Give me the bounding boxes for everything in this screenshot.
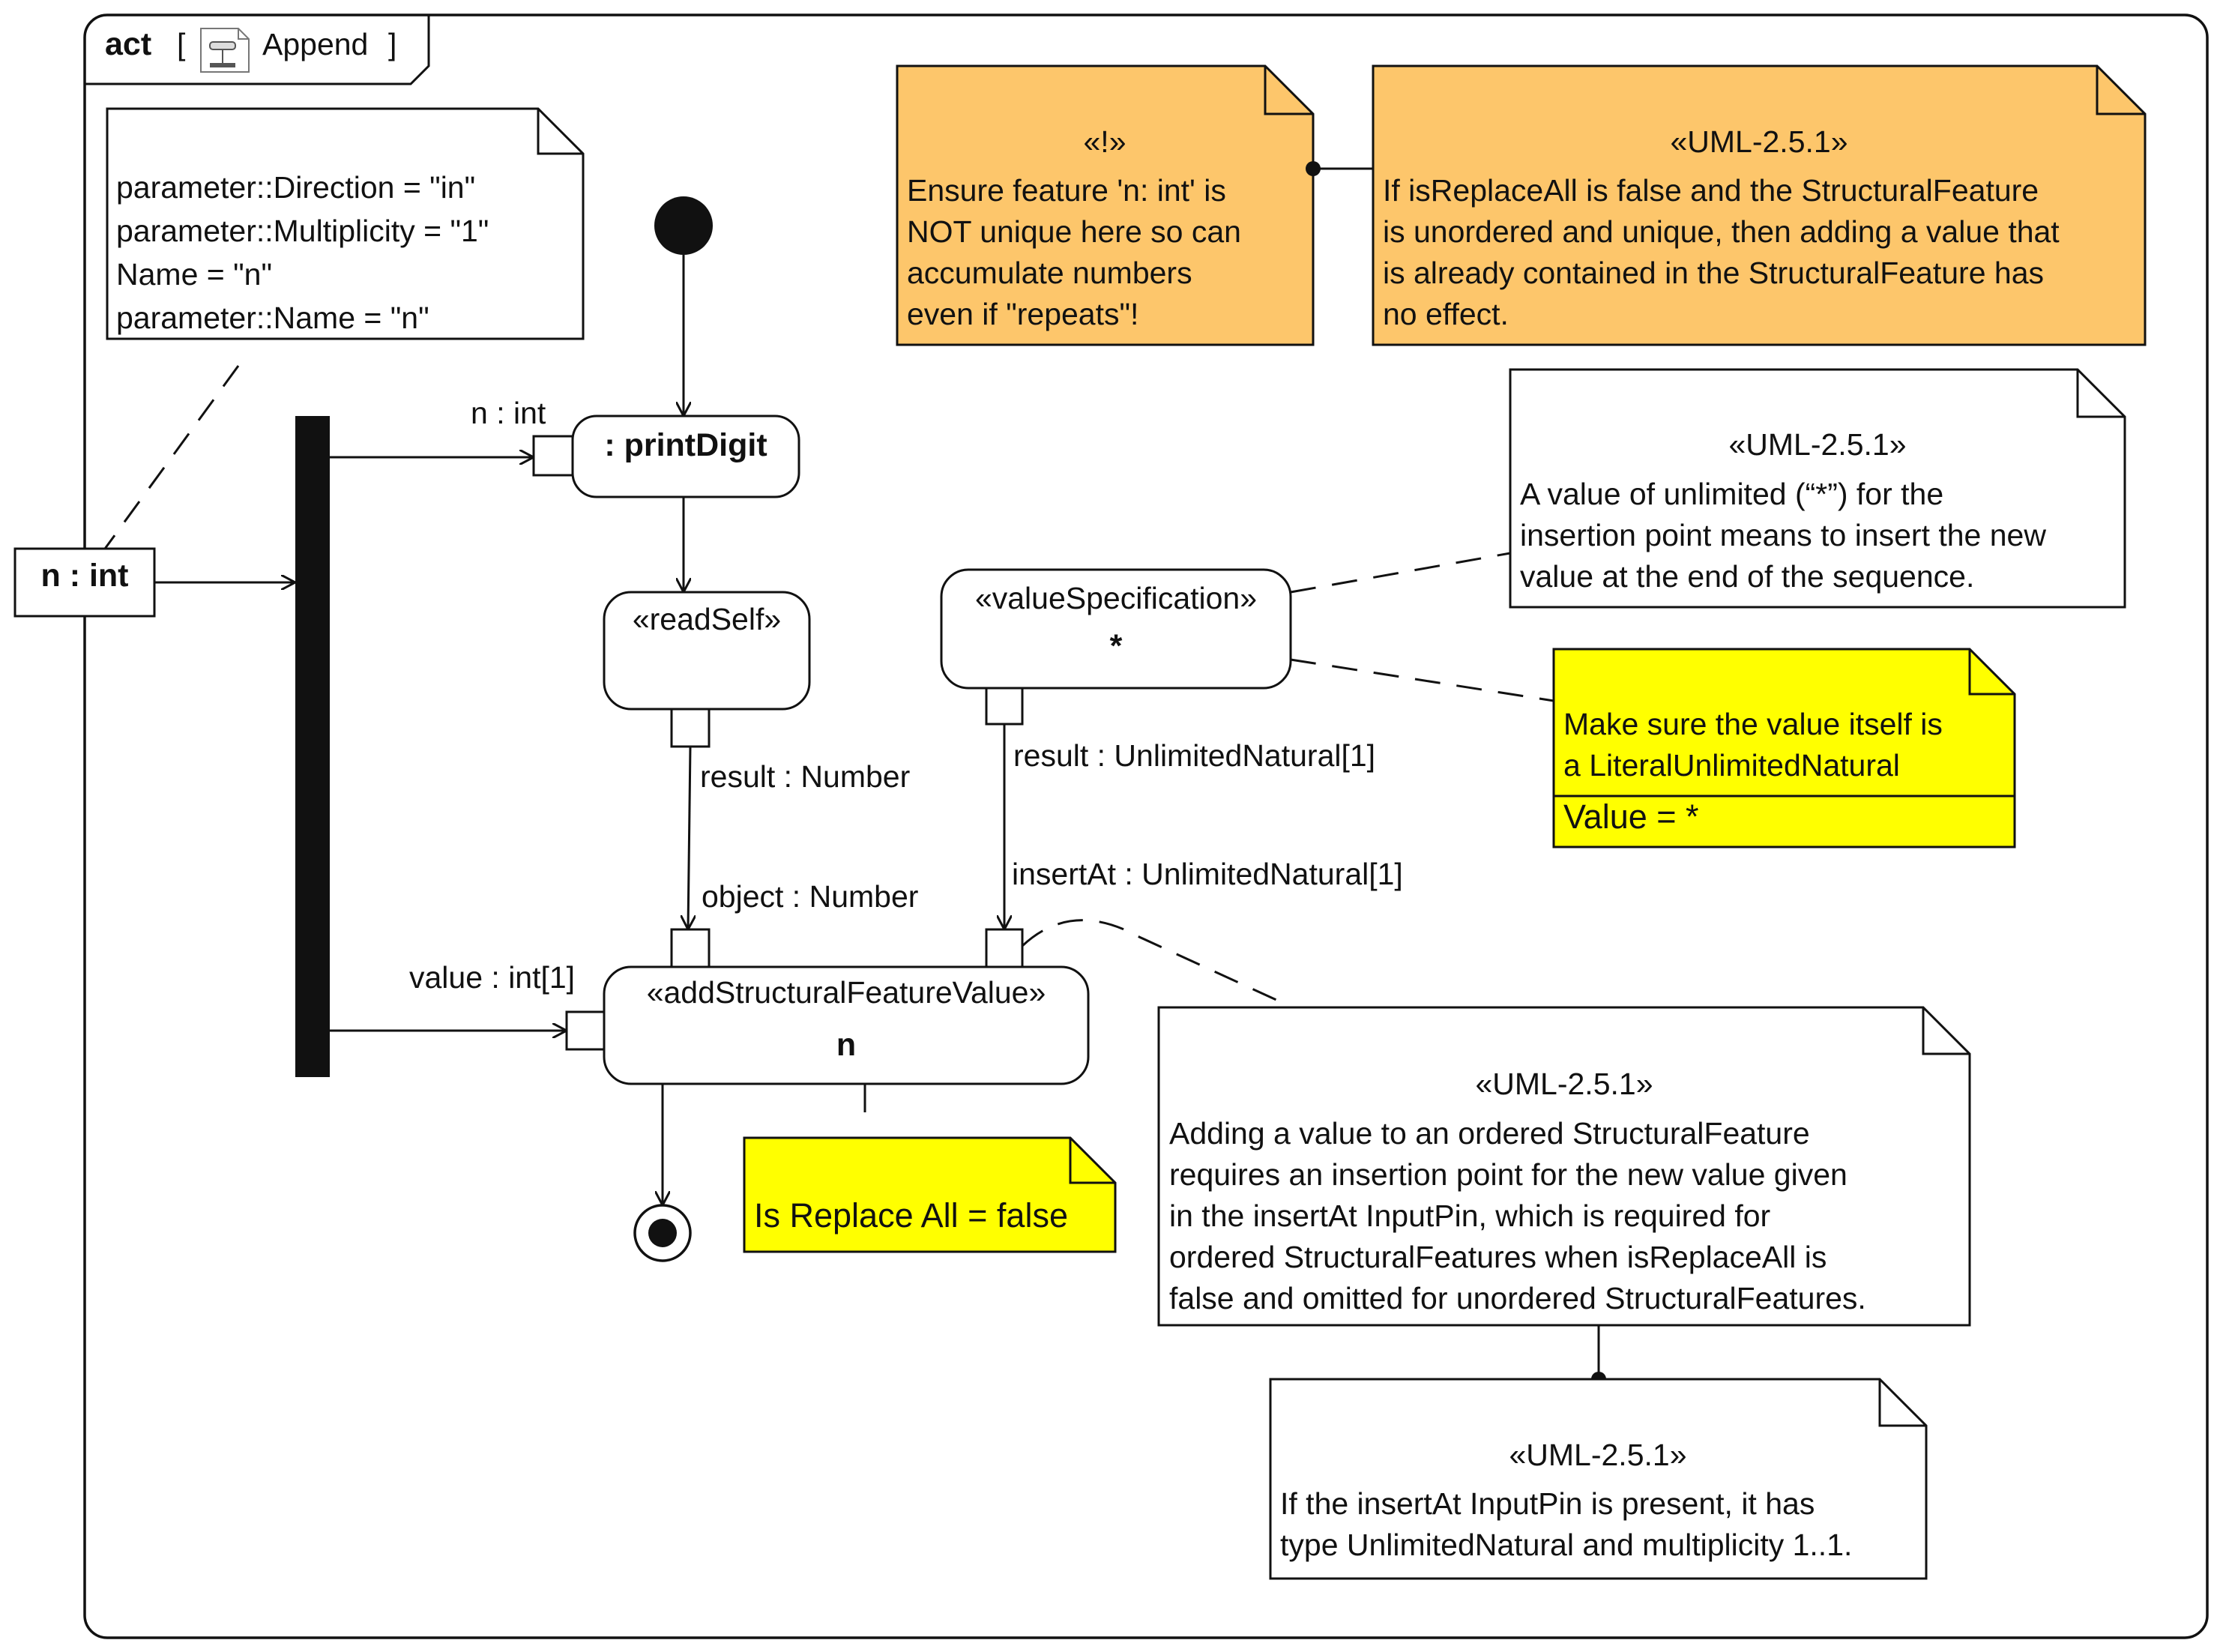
ordered-note-stereotype: «UML-2.5.1»: [1475, 1067, 1653, 1101]
read-self-action[interactable]: «readSelf»: [603, 591, 811, 711]
parameter-note-line: parameter::Direction = "in": [116, 170, 475, 205]
ensure-note-line: Ensure feature 'n: int' is: [907, 173, 1226, 208]
insert-at-input-pin[interactable]: [985, 928, 1024, 968]
value-specification-result-pin[interactable]: [985, 687, 1024, 726]
print-digit-pin-label: n : int: [471, 396, 546, 430]
add-structural-feature-value-stereotype: «addStructuralFeatureValue»: [647, 975, 1046, 1010]
literal-note-anchor: [1290, 658, 1554, 702]
parameter-node[interactable]: n : int: [13, 547, 156, 618]
activity-final-node[interactable]: [633, 1204, 692, 1262]
object-pin-label: object : Number: [702, 879, 918, 914]
value-specification-action[interactable]: «valueSpecification» *: [940, 568, 1292, 690]
value-specification-value: *: [1110, 628, 1123, 664]
insert-at-note-line: If the insertAt InputPin is present, it …: [1280, 1486, 1815, 1521]
ensure-note-line: NOT unique here so can: [907, 214, 1241, 249]
unlimited-note-line: insertion point means to insert the new: [1520, 518, 2046, 552]
frame-bracket-close: ]: [388, 27, 396, 61]
replace-all-value-text: Is Replace All = false: [754, 1196, 1068, 1235]
print-digit-input-pin[interactable]: [532, 435, 574, 477]
frame-bracket-open: [: [177, 27, 186, 61]
ordered-note-anchor: [1021, 919, 1287, 1006]
fork-bar[interactable]: [295, 416, 330, 1077]
initial-node[interactable]: [654, 196, 713, 255]
read-self-result-pin[interactable]: [670, 708, 711, 748]
ensure-note-line: accumulate numbers: [907, 256, 1192, 290]
literal-unlimited-note: Make sure the value itself is a LiteralU…: [1552, 648, 2016, 848]
literal-note-line: a LiteralUnlimitedNatural: [1563, 748, 1900, 783]
print-digit-action[interactable]: : printDigit: [571, 414, 800, 498]
insert-at-note: «UML-2.5.1» If the insertAt InputPin is …: [1269, 1378, 1928, 1580]
ensure-unique-note: «!» Ensure feature 'n: int' is NOT uniqu…: [896, 64, 1315, 346]
frame-title: Append: [262, 27, 368, 61]
parameter-note-anchor: [103, 365, 240, 549]
value-input-pin[interactable]: [565, 1010, 606, 1051]
read-self-result-label: result : Number: [700, 759, 910, 794]
object-input-pin[interactable]: [670, 928, 711, 968]
replace-all-rule-note: «UML-2.5.1» If isReplaceAll is false and…: [1372, 64, 2147, 346]
parameter-note: parameter::Direction = "in" parameter::M…: [106, 107, 585, 340]
frame-header: act [ Append ]: [105, 26, 396, 73]
unlimited-note-anchor: [1290, 552, 1511, 594]
parameter-node-label: n : int: [40, 558, 128, 594]
ordered-feature-note: «UML-2.5.1» Adding a value to an ordered…: [1157, 1006, 1971, 1327]
ordered-note-line: requires an insertion point for the new …: [1169, 1157, 1848, 1192]
value-specification-stereotype: «valueSpecification»: [975, 581, 1257, 615]
ordered-note-line: ordered StructuralFeatures when isReplac…: [1169, 1240, 1827, 1274]
replace-all-rule-line: no effect.: [1383, 297, 1509, 331]
unlimited-insertion-note: «UML-2.5.1» A value of unlimited (“*”) f…: [1509, 368, 2126, 609]
replace-all-rule-line: If isReplaceAll is false and the Structu…: [1383, 173, 2039, 208]
ensure-note-line: even if "repeats"!: [907, 297, 1138, 331]
ordered-note-line: false and omitted for unordered Structur…: [1169, 1281, 1866, 1315]
add-structural-feature-value-action[interactable]: «addStructuralFeatureValue» n: [603, 965, 1090, 1085]
add-structural-feature-value-feature: n: [836, 1027, 856, 1063]
replace-all-rule-stereotype: «UML-2.5.1»: [1670, 124, 1848, 159]
replace-all-rule-line: is already contained in the StructuralFe…: [1383, 256, 2044, 290]
literal-note-line: Make sure the value itself is: [1563, 707, 1943, 741]
control-flows: [154, 255, 1004, 1205]
insert-at-pin-label: insertAt : UnlimitedNatural[1]: [1012, 857, 1403, 891]
unlimited-note-stereotype: «UML-2.5.1»: [1728, 427, 1906, 462]
frame-kind: act: [105, 26, 151, 62]
print-digit-label: : printDigit: [604, 427, 767, 463]
parameter-note-line: parameter::Name = "n": [116, 301, 429, 335]
replace-all-value-note: Is Replace All = false: [743, 1136, 1117, 1253]
insert-at-note-stereotype: «UML-2.5.1»: [1509, 1438, 1686, 1472]
parameter-note-line: Name = "n": [116, 257, 272, 292]
unlimited-note-line: A value of unlimited (“*”) for the: [1520, 477, 1943, 511]
value-specification-result-label: result : UnlimitedNatural[1]: [1013, 738, 1375, 773]
ordered-note-line: Adding a value to an ordered StructuralF…: [1169, 1116, 1810, 1151]
parameter-note-line: parameter::Multiplicity = "1": [116, 214, 489, 248]
value-pin-label: value : int[1]: [409, 960, 575, 995]
activity-diagram-icon: [200, 28, 250, 73]
ensure-note-stereotype: «!»: [1084, 124, 1126, 159]
replace-all-rule-line: is unordered and unique, then adding a v…: [1383, 214, 2060, 249]
ordered-note-line: in the insertAt InputPin, which is requi…: [1169, 1199, 1770, 1233]
insert-at-note-line: type UnlimitedNatural and multiplicity 1…: [1280, 1528, 1852, 1562]
unlimited-note-line: value at the end of the sequence.: [1520, 559, 1974, 594]
literal-note-slot: Value = *: [1563, 798, 1699, 836]
read-self-stereotype: «readSelf»: [633, 602, 781, 636]
